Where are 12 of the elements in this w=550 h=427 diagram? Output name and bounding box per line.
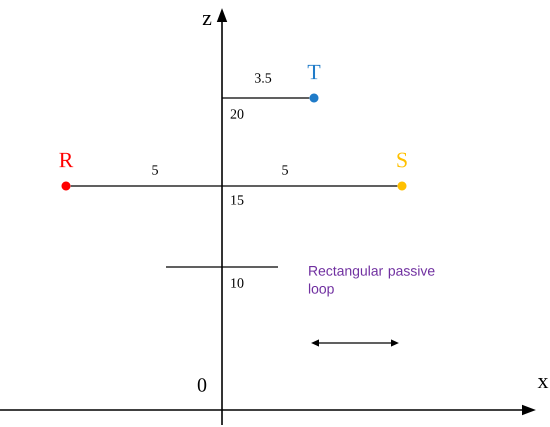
line xyxy=(222,97,310,99)
axis-label: 0 xyxy=(198,378,206,392)
line xyxy=(70,185,398,187)
value-label: 5 xyxy=(282,165,288,175)
value-label: 3.5 xyxy=(254,73,272,83)
value-label: 15 xyxy=(231,195,244,205)
axis-label: z xyxy=(202,14,212,26)
loop-label: Rectangular passive loop xyxy=(308,266,434,296)
value-label: 20 xyxy=(230,109,244,119)
axis-label: x xyxy=(538,378,548,388)
value-label: 10 xyxy=(231,278,244,288)
value-label: 5 xyxy=(152,165,158,175)
